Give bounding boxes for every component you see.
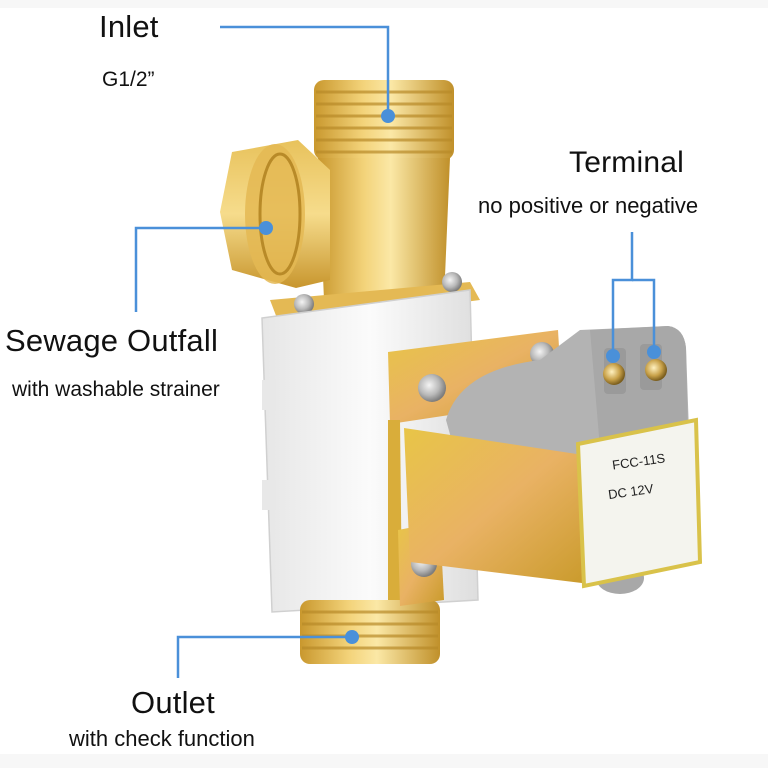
bottom-band (0, 754, 768, 768)
bracket-screw-top (418, 374, 446, 402)
flange-screw-right (442, 272, 462, 292)
outlet-subtitle: with check function (69, 726, 255, 751)
terminal-screw-2 (645, 359, 667, 381)
outlet-callout-line (176, 635, 352, 678)
terminal-screw-1 (603, 363, 625, 385)
inlet-title: Inlet (99, 9, 159, 44)
outlet-dot (345, 630, 359, 644)
top-band (0, 0, 768, 8)
outlet-pipe (300, 600, 440, 664)
callout-lines (134, 25, 656, 678)
terminal-subtitle: no positive or negative (478, 193, 699, 218)
sewage-subtitle: with washable strainer (12, 378, 220, 401)
callout-dots (259, 109, 661, 644)
terminal-callout-line-2 (632, 278, 656, 352)
inlet-callout-line (220, 25, 390, 116)
outlet-title: Outlet (131, 685, 215, 720)
sewage-dot (259, 221, 273, 235)
terminal-title: Terminal (569, 146, 684, 179)
sewage-title: Sewage Outfall (5, 323, 219, 358)
sewage-cap (220, 140, 330, 288)
terminal-callout-line-1 (611, 232, 634, 356)
flange-screw-left (294, 294, 314, 314)
inlet-dot (381, 109, 395, 123)
coil-wrap (404, 417, 703, 589)
terminal-dot-2 (647, 345, 661, 359)
terminal-dot-1 (606, 349, 620, 363)
inlet-subtitle: G1/2” (102, 68, 155, 91)
sewage-callout-line (134, 226, 266, 312)
